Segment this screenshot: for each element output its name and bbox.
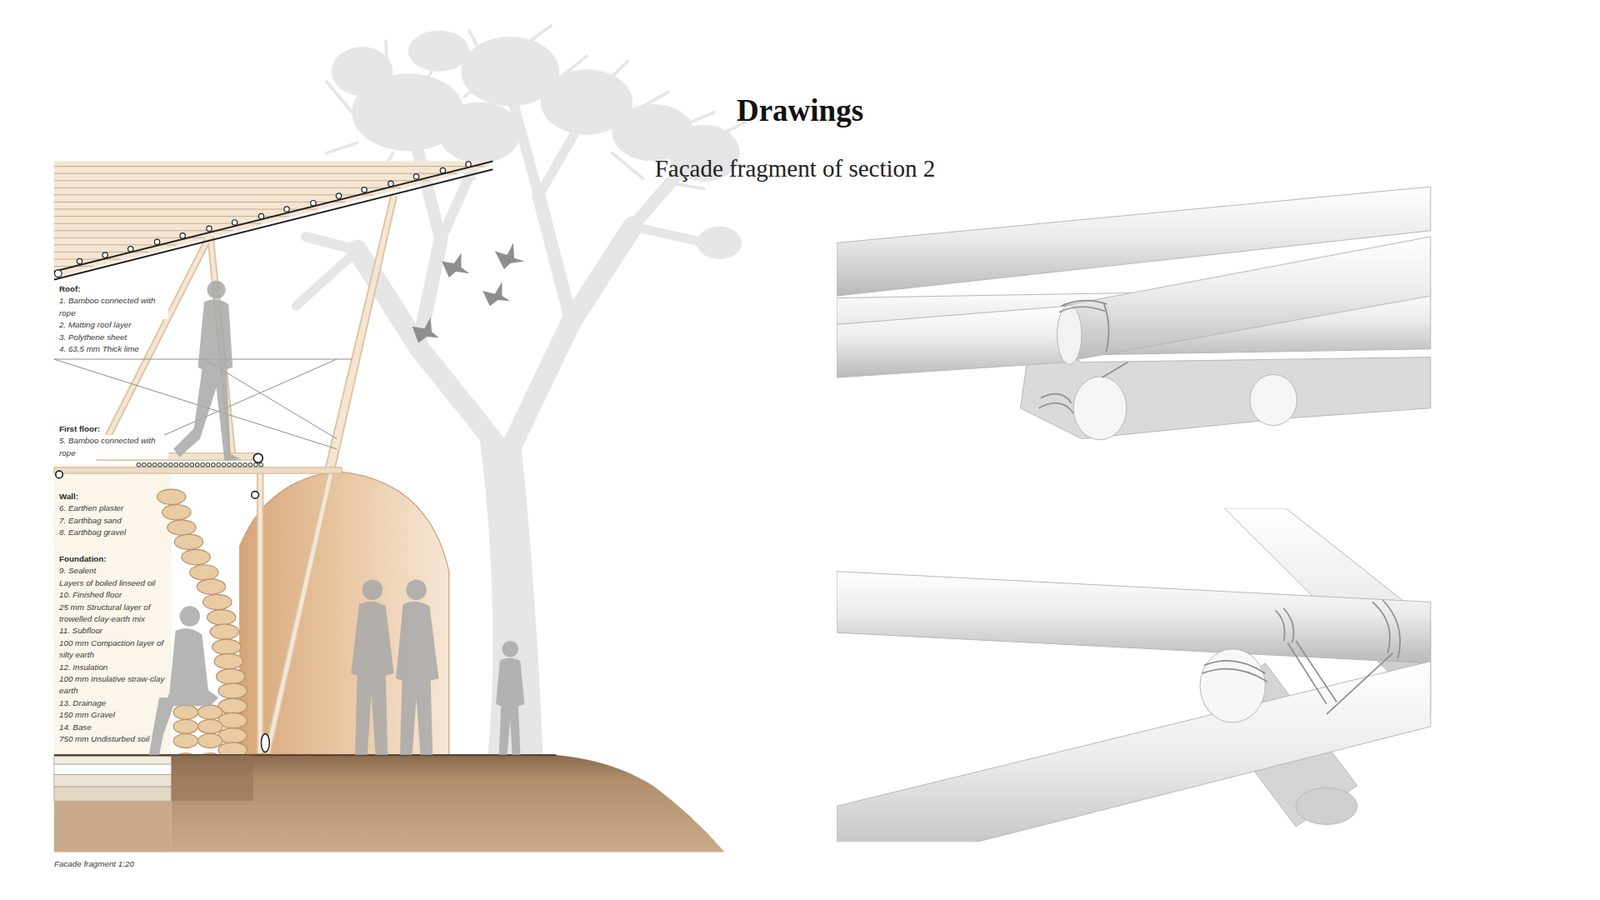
- layer-label: 7. Earthbag sand: [58, 515, 123, 527]
- section-heading: First floor:: [58, 423, 101, 435]
- legend-group: Wall:6. Earthen plaster7. Earthbag sand8…: [58, 490, 169, 540]
- ground-section: [54, 755, 725, 852]
- title: Drawings: [736, 92, 864, 129]
- scale-note: Facade fragment 1:20: [54, 859, 135, 869]
- birds: [412, 242, 525, 343]
- section-heading: Roof:: [58, 283, 82, 295]
- joint-render-bottom: [836, 508, 1431, 842]
- bamboo-frame: [98, 195, 395, 754]
- layer-label: 750 mm Undisturbed soil: [58, 733, 150, 745]
- earthbag-dome: [240, 471, 450, 755]
- layer-label: 12. Insulation: [58, 661, 109, 674]
- layer-label: 11. Subfloor: [58, 625, 104, 637]
- layer-label: 14. Base: [58, 721, 93, 734]
- interior-ground: [54, 464, 172, 755]
- legend-group: Foundation:9. SealentLayers of boiled li…: [58, 553, 169, 746]
- tree-silhouette: [295, 25, 755, 756]
- layer-label: 25 mm Structural layer of trowelled clay…: [58, 601, 169, 626]
- joint-render-top: [836, 186, 1431, 440]
- layer-label: 100 mm Insulative straw-clay earth: [58, 673, 169, 698]
- subtitle: Façade fragment of section 2: [655, 155, 936, 183]
- layer-label: 100 mm Compaction layer of silty earth: [58, 637, 169, 662]
- layer-label: 3. Polythene sheet: [58, 331, 128, 344]
- frame-inner: [98, 195, 395, 754]
- section-heading: Foundation:: [58, 553, 108, 565]
- layer-label: 9. Sealent: [58, 565, 97, 577]
- layer-label: 1. Bamboo connected with rope: [58, 295, 169, 320]
- legend-group: Roof:1. Bamboo connected with rope2. Mat…: [58, 283, 169, 355]
- layer-label: 4. 63,5 mm Thick lime: [58, 343, 140, 355]
- first-floor: [54, 453, 342, 753]
- roof: [54, 160, 494, 280]
- section-heading: Wall:: [58, 490, 80, 503]
- people-silhouettes: [149, 280, 525, 755]
- layer-label: 2. Matting roof layer: [58, 319, 133, 331]
- layer-label: 8. Earthbag gravel: [58, 526, 127, 539]
- layer-label: 13. Drainage: [58, 697, 107, 710]
- legend-group: First floor:5. Bamboo connected with rop…: [58, 423, 169, 460]
- layer-label: 150 mm Gravel: [58, 709, 116, 721]
- layer-label: 10. Finished floor: [58, 589, 123, 601]
- layer-label: 5. Bamboo connected with rope: [58, 435, 169, 460]
- layer-label: 6. Earthen plaster: [58, 502, 125, 515]
- layer-label: Layers of boiled linseed oil: [58, 577, 156, 590]
